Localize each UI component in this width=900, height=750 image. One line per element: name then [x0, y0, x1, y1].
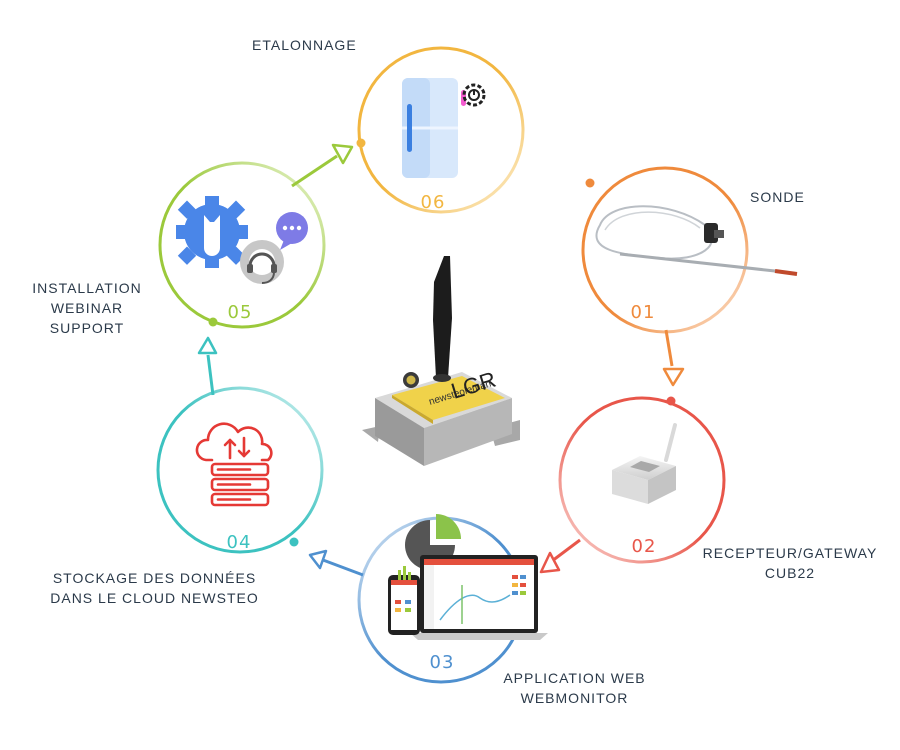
step-06-number: 06 — [421, 192, 446, 213]
step-05-label-line-1: INSTALLATION — [32, 280, 142, 296]
step-01-label: SONDE — [750, 187, 805, 207]
step-04-label-line-2: DANS LE CLOUD NEWSTEO — [50, 590, 259, 606]
center-device: newsteoleman LGR — [362, 256, 520, 466]
step-05-label-line-3: SUPPORT — [49, 320, 125, 336]
step-02-dot — [666, 396, 676, 406]
step-06-ring — [357, 46, 525, 214]
step-02-number: 02 — [632, 536, 657, 557]
step-05-label: INSTALLATION WEBINAR SUPPORT — [12, 278, 162, 338]
step-01-number: 01 — [631, 302, 656, 323]
step-05-number: 05 — [228, 302, 253, 323]
step-04-label: STOCKAGE DES DONNÉES DANS LE CLOUD NEWST… — [22, 568, 287, 608]
step-02-label-line-2: CUB22 — [764, 565, 816, 581]
connector-04-05 — [197, 336, 218, 396]
step-05-dot — [208, 317, 218, 327]
fridge-gear-icon — [402, 78, 486, 178]
step-03-number: 03 — [430, 652, 455, 673]
step-06-dot — [356, 138, 366, 148]
step-02-label-line-1: RECEPTEUR/GATEWAY — [702, 545, 878, 561]
connector-02-03 — [539, 538, 581, 574]
step-02-label: RECEPTEUR/GATEWAY CUB22 — [690, 543, 890, 583]
step-06-label: ETALONNAGE — [252, 35, 357, 55]
connector-01-02 — [662, 329, 685, 387]
step-03-label-line-2: WEBMONITOR — [520, 690, 629, 706]
step-05-ring — [158, 161, 326, 329]
gear-headset-chat-icon — [176, 196, 308, 284]
step-05-label-line-2: WEBINAR — [50, 300, 124, 316]
cloud-server-icon — [195, 422, 273, 507]
step-04-ring — [156, 386, 324, 554]
step-04-label-line-1: STOCKAGE DES DONNÉES — [52, 570, 257, 586]
gateway-box-icon — [612, 423, 677, 504]
connector-03-04 — [308, 549, 364, 577]
step-01-label-line-1: SONDE — [750, 189, 805, 205]
step-03-label: APPLICATION WEB WEBMONITOR — [492, 668, 657, 708]
step-04-number: 04 — [227, 532, 252, 553]
step-02-ring — [558, 396, 726, 564]
step-03-label-line-1: APPLICATION WEB — [503, 670, 646, 686]
step-04-dot — [289, 537, 299, 547]
temperature-probe-icon — [595, 205, 798, 276]
connector-05-06 — [291, 143, 354, 188]
laptop-phone-dashboard-icon — [388, 514, 548, 640]
step-06-label-line-1: ETALONNAGE — [252, 37, 357, 53]
step-01-dot — [585, 178, 595, 188]
